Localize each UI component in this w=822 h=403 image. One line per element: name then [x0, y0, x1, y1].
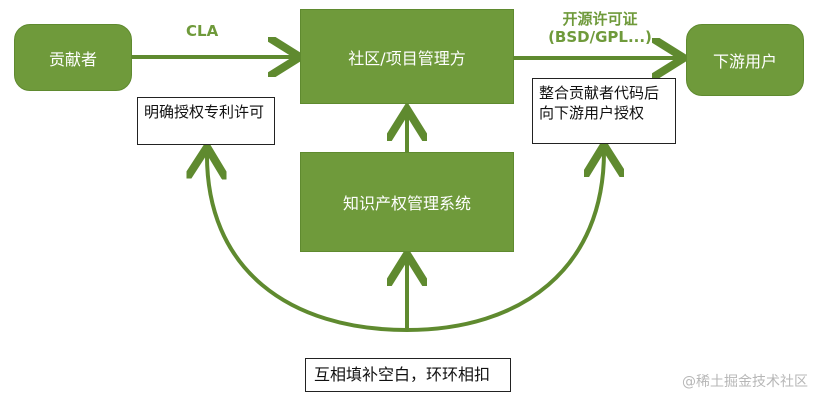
note-patent: 明确授权专利许可: [137, 97, 275, 145]
watermark-text: @稀土掘金技术社区: [682, 374, 808, 390]
node-community-label: 社区/项目管理方: [348, 48, 466, 68]
node-contributor: 贡献者: [14, 24, 132, 91]
node-downstream: 下游用户: [686, 24, 804, 96]
note-integrate: 整合贡献者代码后向下游用户授权: [532, 78, 676, 144]
note-bottom-text: 互相填补空白，环环相扣: [314, 365, 491, 384]
node-downstream-label: 下游用户: [712, 52, 777, 71]
edge-label-cla-text: CLA: [186, 22, 219, 40]
edge-label-cla: CLA: [186, 22, 218, 40]
note-bottom: 互相填补空白，环环相扣: [305, 358, 511, 392]
edge-label-license-line2: (BSD/GPL...): [548, 28, 652, 46]
note-integrate-text: 整合贡献者代码后向下游用户授权: [539, 84, 660, 122]
edge-label-license: 开源许可证 (BSD/GPL...): [545, 10, 655, 46]
arc-right-to-integrate-note: [406, 149, 604, 332]
node-ip-system-label: 知识产权管理系统: [342, 194, 471, 213]
node-community: 社区/项目管理方: [300, 9, 514, 104]
node-ip-system: 知识产权管理系统: [300, 152, 514, 252]
edge-label-license-line1: 开源许可证: [562, 10, 638, 28]
node-contributor-label: 贡献者: [48, 49, 97, 69]
arc-left-to-patent-note: [207, 151, 408, 332]
note-patent-text: 明确授权专利许可: [144, 103, 265, 121]
